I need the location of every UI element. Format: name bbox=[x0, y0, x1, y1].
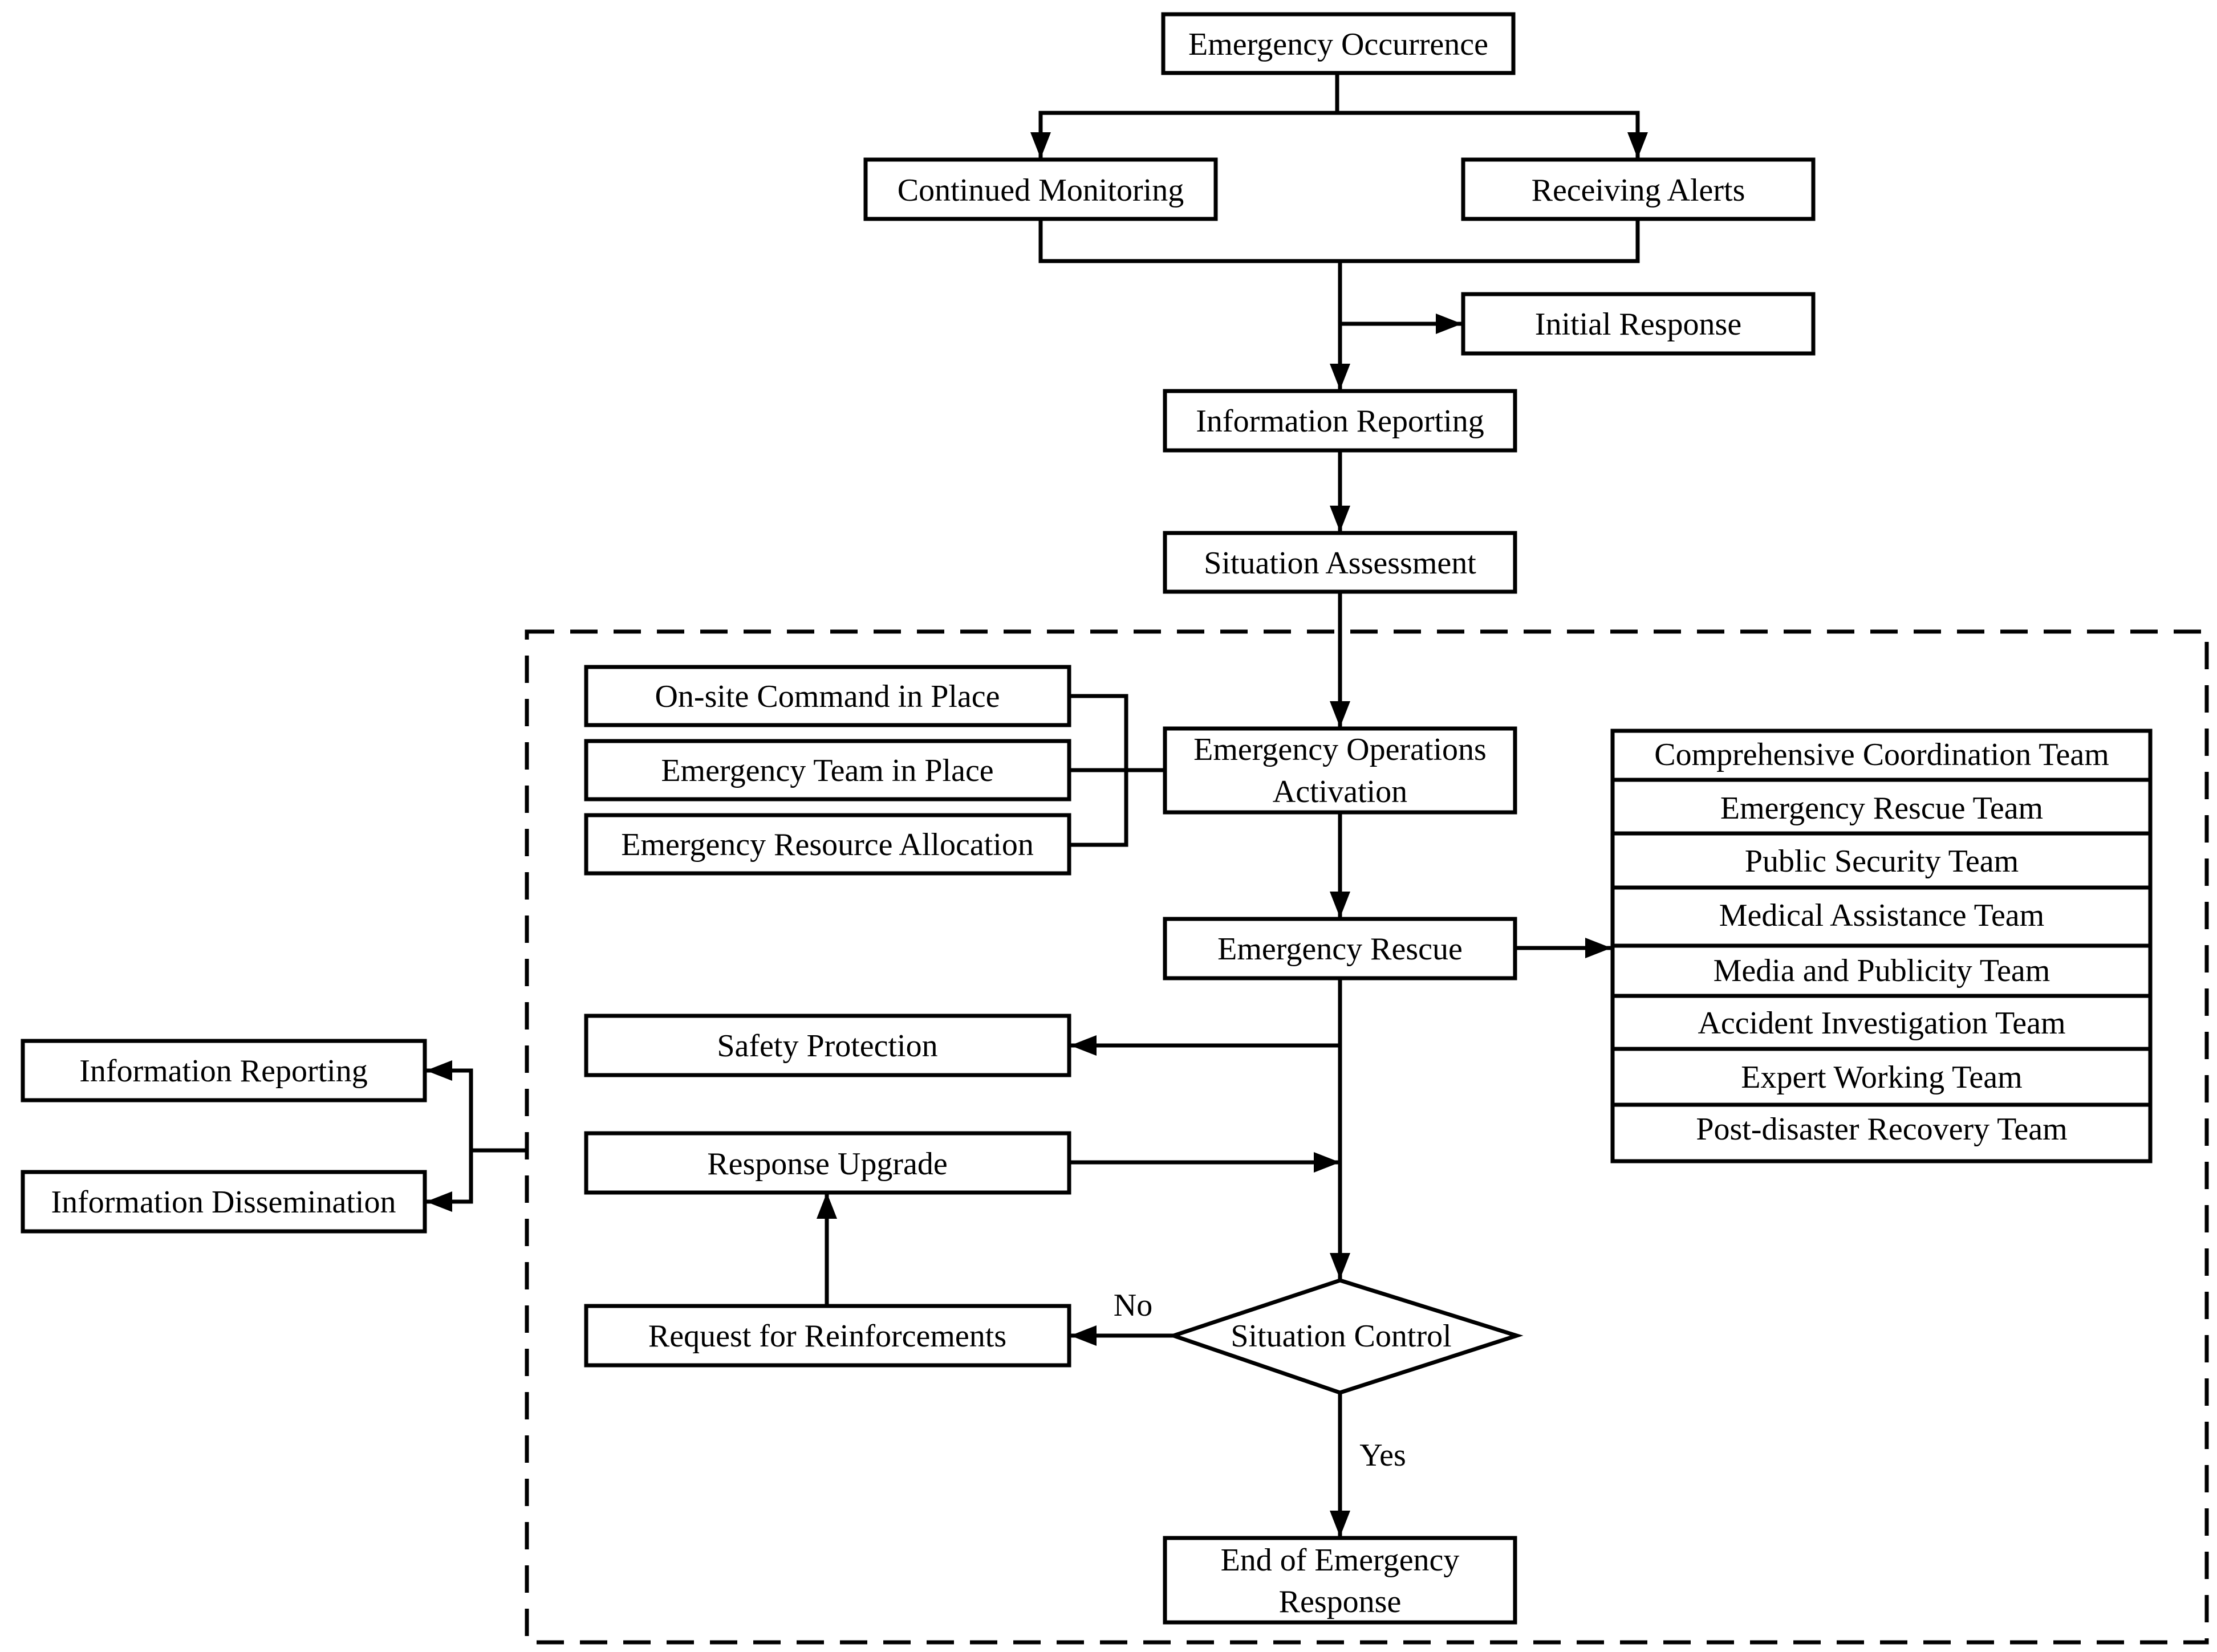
node-receiving-alerts: Receiving Alerts bbox=[1461, 157, 1816, 221]
node-label-line1: Emergency Operations bbox=[1193, 732, 1487, 767]
node-label: Information Reporting bbox=[1196, 404, 1484, 439]
node-label-line1: End of Emergency bbox=[1221, 1543, 1460, 1578]
team-item: Public Security Team bbox=[1745, 844, 2019, 879]
node-label: Information Dissemination bbox=[51, 1185, 396, 1220]
node-information-dissemination: Information Dissemination bbox=[21, 1170, 427, 1234]
emergency-response-region bbox=[525, 629, 2209, 1645]
node-emergency-resource-allocation: Emergency Resource Allocation bbox=[584, 813, 1071, 876]
edge-label-no: No bbox=[1114, 1288, 1152, 1323]
node-emergency-rescue: Emergency Rescue bbox=[1163, 917, 1517, 980]
node-label: On-site Command in Place bbox=[655, 679, 1000, 714]
node-situation-assessment: Situation Assessment bbox=[1163, 531, 1517, 594]
node-emergency-occurrence: Emergency Occurrence bbox=[1161, 12, 1516, 75]
team-item: Media and Publicity Team bbox=[1713, 953, 2050, 988]
node-label: Receiving Alerts bbox=[1532, 173, 1745, 208]
node-initial-response: Initial Response bbox=[1461, 292, 1816, 356]
node-label: Request for Reinforcements bbox=[648, 1319, 1006, 1354]
team-item: Medical Assistance Team bbox=[1719, 898, 2044, 933]
node-safety-protection: Safety Protection bbox=[584, 1014, 1071, 1077]
node-information-reporting: Information Reporting bbox=[1163, 389, 1517, 453]
node-request-reinforcements: Request for Reinforcements bbox=[584, 1304, 1071, 1368]
edge-label-yes: Yes bbox=[1359, 1438, 1406, 1473]
node-label: Initial Response bbox=[1535, 307, 1741, 342]
node-label: Response Upgrade bbox=[707, 1146, 947, 1182]
node-continued-monitoring: Continued Monitoring bbox=[863, 157, 1218, 221]
node-label: Situation Assessment bbox=[1204, 546, 1476, 581]
team-item: Accident Investigation Team bbox=[1698, 1006, 2065, 1041]
node-emergency-team-in-place: Emergency Team in Place bbox=[584, 739, 1071, 801]
node-label: Emergency Rescue bbox=[1217, 931, 1463, 967]
node-label-line2: Activation bbox=[1273, 774, 1407, 809]
node-end-of-emergency-response: End of Emergency Response bbox=[1163, 1536, 1517, 1625]
node-label: Emergency Team in Place bbox=[661, 753, 993, 788]
connector-occurrence-split bbox=[1041, 71, 1640, 115]
node-label: Emergency Resource Allocation bbox=[621, 827, 1034, 862]
connector-info-branch bbox=[469, 1068, 529, 1204]
node-label: Information Reporting bbox=[79, 1053, 367, 1089]
decision-situation-control: Situation Control bbox=[1167, 1278, 1524, 1395]
team-item: Emergency Rescue Team bbox=[1720, 791, 2043, 826]
node-label: Emergency Occurrence bbox=[1188, 27, 1488, 62]
team-item: Post-disaster Recovery Team bbox=[1696, 1112, 2067, 1147]
team-item: Comprehensive Coordination Team bbox=[1654, 737, 2109, 772]
node-label: Continued Monitoring bbox=[898, 173, 1184, 208]
team-item: Expert Working Team bbox=[1741, 1060, 2022, 1095]
node-information-reporting-side: Information Reporting bbox=[21, 1039, 427, 1102]
connector-resources-bracket bbox=[1067, 694, 1168, 847]
node-emergency-operations-activation: Emergency Operations Activation bbox=[1163, 726, 1517, 815]
node-response-upgrade: Response Upgrade bbox=[584, 1131, 1071, 1195]
decision-label: Situation Control bbox=[1231, 1319, 1451, 1354]
node-label-line2: Response bbox=[1279, 1584, 1402, 1620]
node-onsite-command: On-site Command in Place bbox=[584, 665, 1071, 727]
node-label: Safety Protection bbox=[717, 1028, 937, 1064]
team-list: Comprehensive Coordination Team Emergenc… bbox=[1610, 729, 2153, 1163]
connector-merge bbox=[1038, 217, 1640, 263]
